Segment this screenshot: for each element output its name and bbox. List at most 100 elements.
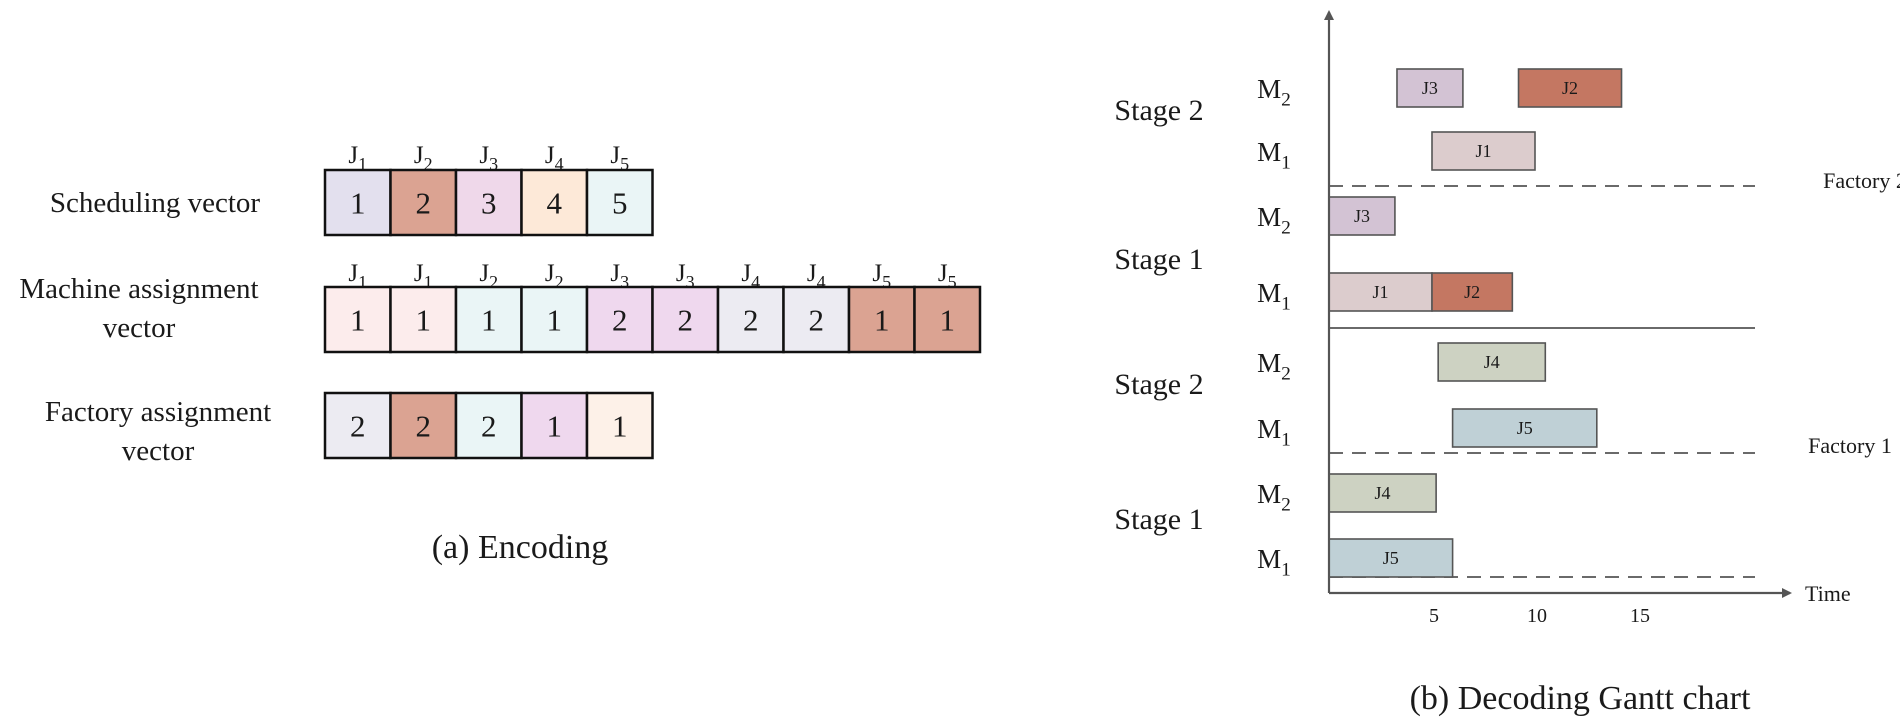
- vector-cell: [454, 285, 523, 354]
- scheduling-vector-cells: 1 2 3 4 5: [323, 168, 654, 237]
- x-tick-label: 10: [1527, 605, 1547, 627]
- vector-cell: [913, 285, 982, 354]
- gantt-task-label: J4: [1375, 483, 1391, 503]
- job-header-label: J3: [676, 260, 695, 292]
- vector-cell-value: 2: [743, 303, 759, 338]
- job-header-label: J2: [414, 142, 433, 174]
- vector-cell-value: 1: [940, 303, 956, 338]
- vector-cell: [520, 391, 589, 460]
- gantt-task-label: J2: [1562, 78, 1578, 98]
- vector-cell-value: 2: [612, 303, 628, 338]
- factory-label: Factory 1: [1808, 433, 1892, 458]
- vector-cell: [520, 168, 589, 237]
- job-header-label: J1: [348, 260, 367, 292]
- job-header-label: J5: [938, 260, 957, 292]
- vector-cell-value: 2: [678, 303, 694, 338]
- gantt-task-label: J4: [1484, 352, 1500, 372]
- vector-cell-value: 2: [416, 409, 432, 444]
- vector-cell: [651, 285, 720, 354]
- gantt-caption: (b) Decoding Gantt chart: [1410, 680, 1751, 717]
- machine-label: M2: [1257, 479, 1291, 516]
- job-header-label: J5: [872, 260, 891, 292]
- vector-cell: [585, 285, 654, 354]
- encoding-caption: (a) Encoding: [432, 529, 609, 566]
- vector-cell-value: 1: [612, 409, 628, 444]
- gantt-task-label: J2: [1464, 282, 1480, 302]
- vector-cell-value: 3: [481, 186, 497, 221]
- vector-cell-value: 2: [416, 186, 432, 221]
- machine-assignment-vector-job-headers: J1 J1 J2 J2 J3 J3 J4 J4 J5 J5: [348, 260, 956, 292]
- gantt-task-label: J5: [1383, 548, 1399, 568]
- vector-cell-value: 5: [612, 186, 628, 221]
- gantt-task-bar: [1437, 342, 1547, 382]
- job-header-label: J1: [348, 142, 367, 174]
- vector-cell-value: 1: [416, 303, 432, 338]
- scheduling-vector-label: Scheduling vector: [50, 187, 261, 219]
- gantt-task-label: J3: [1354, 206, 1370, 226]
- job-header-label: J2: [545, 260, 564, 292]
- vector-cell: [389, 285, 458, 354]
- gantt-task-bar: [1396, 68, 1464, 108]
- gantt-task-label: J3: [1422, 78, 1438, 98]
- vector-cell: [585, 391, 654, 460]
- vector-cell: [454, 168, 523, 237]
- machine-label: M2: [1257, 74, 1291, 111]
- gantt-task-bar: [1431, 272, 1514, 312]
- machine-label: M1: [1257, 414, 1291, 451]
- vector-cell-value: 1: [547, 409, 563, 444]
- job-header-label: J2: [479, 260, 498, 292]
- stage-label: Stage 1: [1114, 243, 1203, 276]
- gantt-task-label: J1: [1372, 282, 1388, 302]
- machine-label: M1: [1257, 544, 1291, 581]
- job-header-label: J4: [807, 260, 826, 292]
- stage-label: Stage 2: [1114, 94, 1203, 127]
- job-header-label: J4: [545, 142, 564, 174]
- gantt-task-label: J5: [1517, 418, 1533, 438]
- machine-label: M1: [1257, 137, 1291, 174]
- stage-label: Stage 2: [1114, 368, 1203, 401]
- vector-cell: [454, 391, 523, 460]
- gantt-task-bar: [1451, 408, 1598, 448]
- machine-label: M2: [1257, 202, 1291, 239]
- gantt-task-bar: [1328, 196, 1396, 236]
- machine-label: M2: [1257, 348, 1291, 385]
- vector-cell-value: 2: [350, 409, 366, 444]
- job-header-label: J3: [479, 142, 498, 174]
- vector-cell: [323, 168, 392, 237]
- job-header-label: J1: [414, 260, 433, 292]
- gantt-stage-labels: Stage 2 Stage 1 Stage 2 Stage 1: [1114, 94, 1203, 536]
- gantt-task-bar: [1517, 68, 1623, 108]
- job-header-label: J3: [610, 260, 629, 292]
- vector-cell-value: 4: [547, 186, 563, 221]
- vector-cell: [585, 168, 654, 237]
- vector-cell: [323, 285, 392, 354]
- gantt-task-bar: [1328, 538, 1454, 578]
- gantt-x-axis-label: Time: [1805, 581, 1851, 606]
- gantt-task-bar: [1431, 131, 1536, 171]
- vector-cell: [520, 285, 589, 354]
- vector-cell: [389, 391, 458, 460]
- machine-label: M1: [1257, 278, 1291, 315]
- gantt-task-bar: [1328, 272, 1433, 312]
- vector-cell-value: 1: [350, 186, 366, 221]
- x-tick-label: 15: [1630, 605, 1650, 627]
- stage-label: Stage 1: [1114, 503, 1203, 536]
- vector-cell-value: 1: [874, 303, 890, 338]
- vector-cell-value: 1: [350, 303, 366, 338]
- vector-cell: [323, 391, 392, 460]
- job-header-label: J4: [741, 260, 760, 292]
